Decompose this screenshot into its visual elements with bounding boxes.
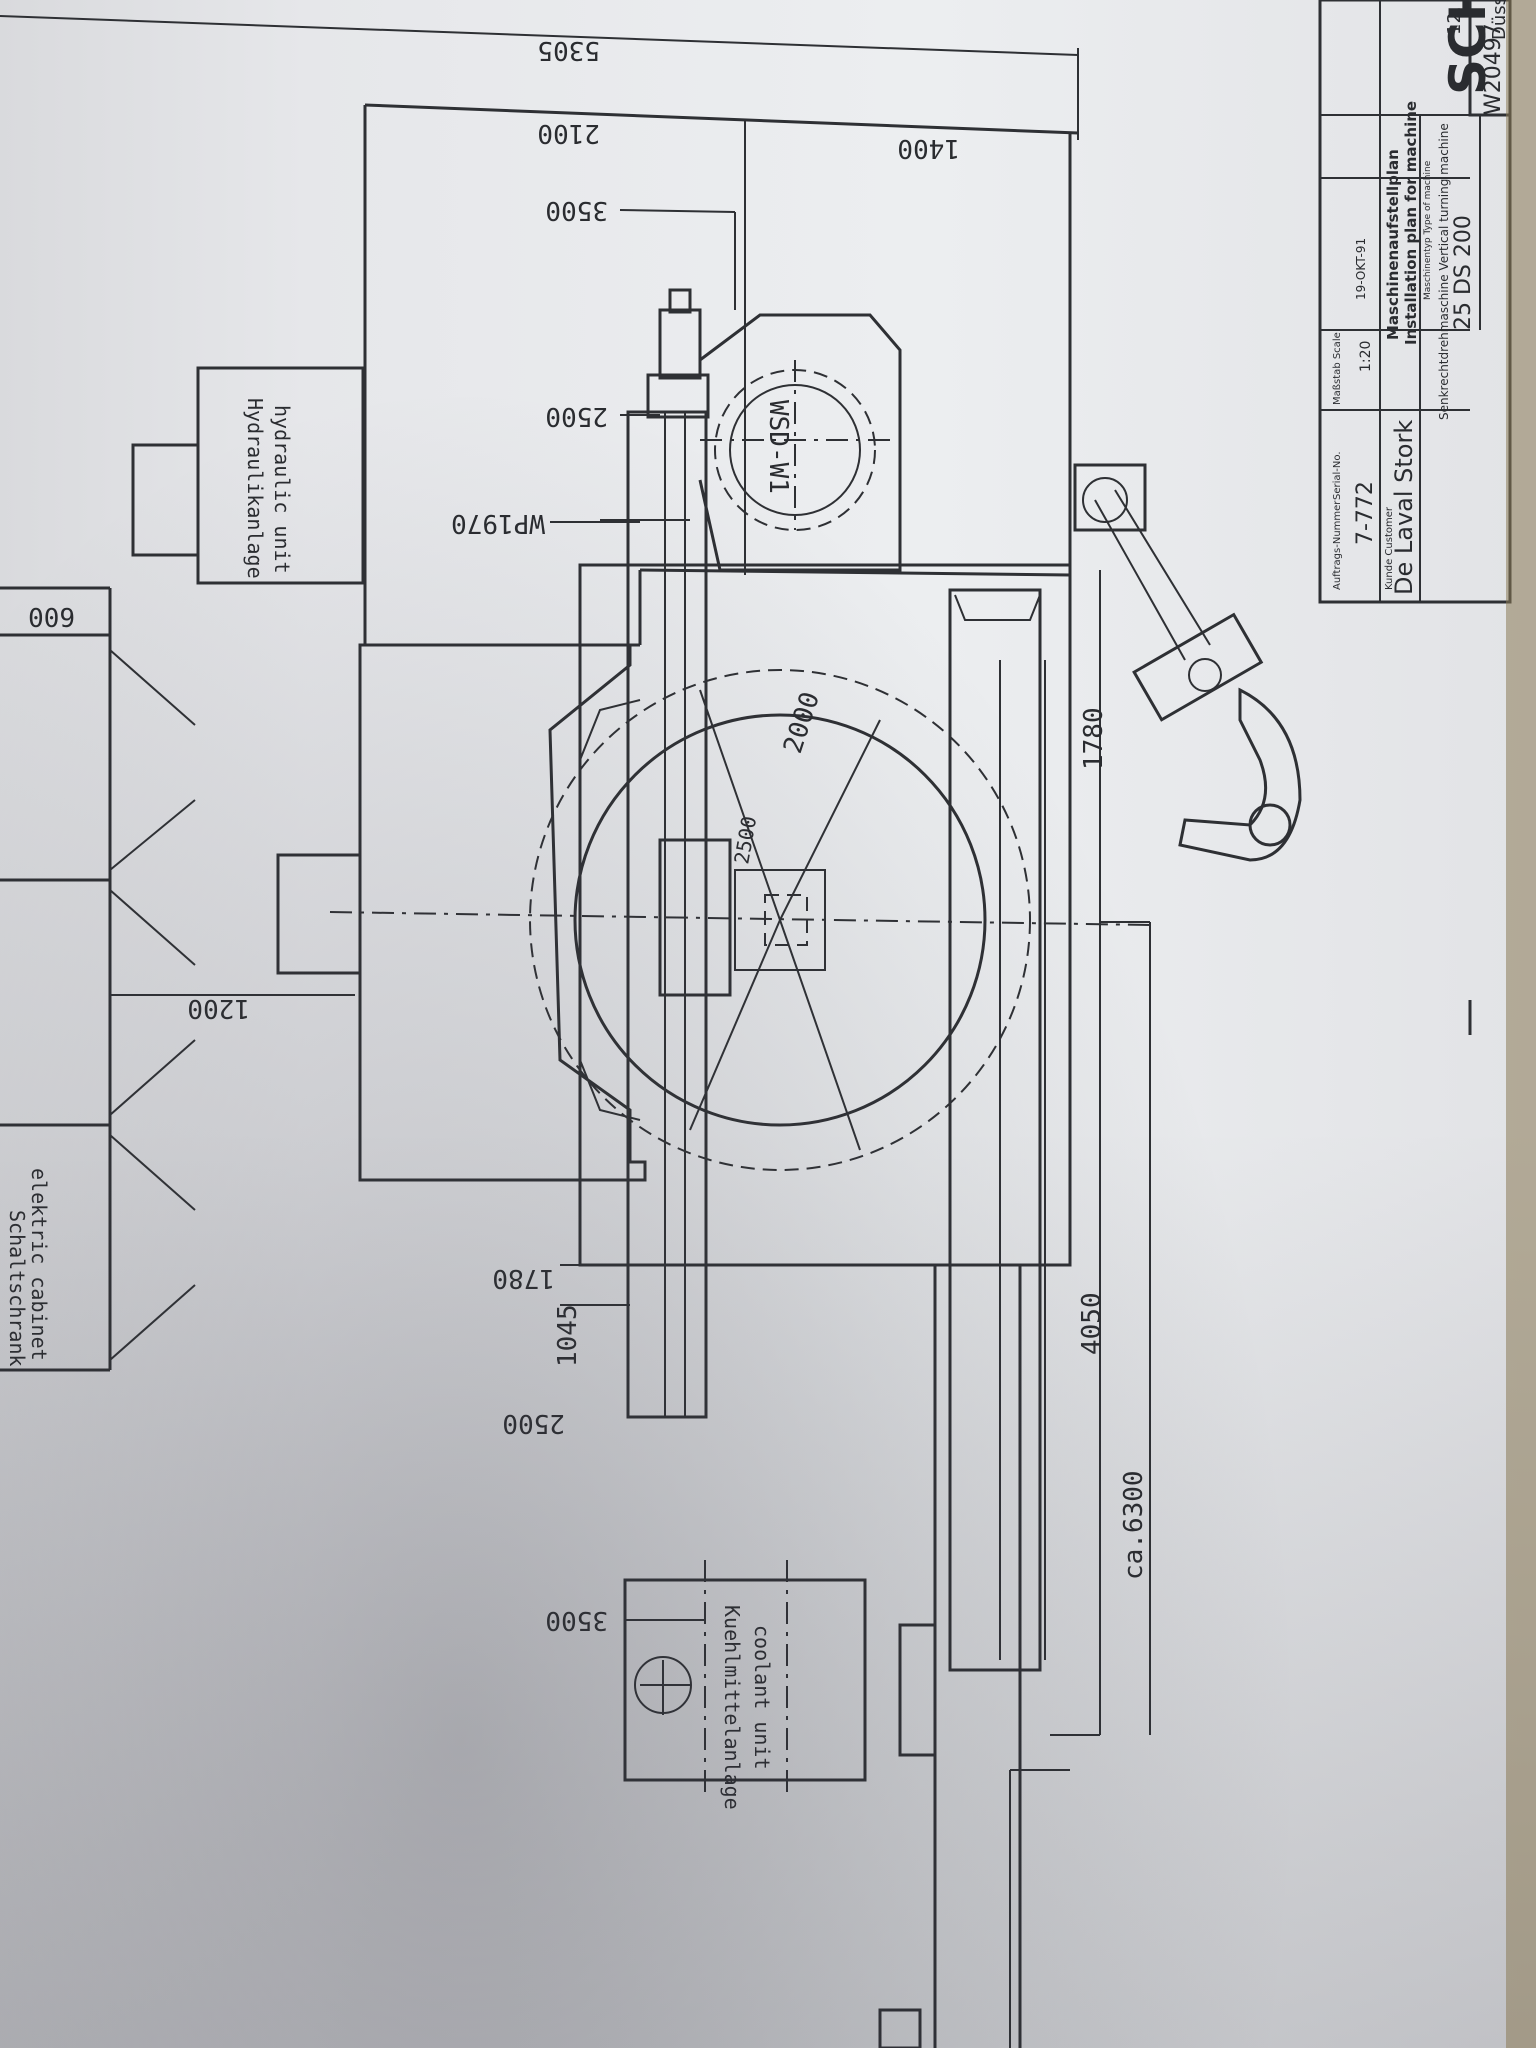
dim-1200: 1200 bbox=[187, 993, 250, 1023]
order-header: Auftrags-Nummer bbox=[1332, 500, 1343, 590]
dim-6300: ca.6300 bbox=[1119, 1470, 1149, 1580]
overall-width-dimension: 5305 bbox=[0, 15, 1079, 140]
dim-2100: 2100 bbox=[537, 118, 600, 148]
date-value: 19-OKT-91 bbox=[1354, 238, 1368, 300]
dim-2500-table: 2500 bbox=[729, 814, 761, 866]
dim-wp1970: WP1970 bbox=[451, 508, 545, 538]
cross-rail: 2500 1045 1780 bbox=[492, 288, 732, 1438]
dim-2500-bottom: 2500 bbox=[502, 1408, 565, 1438]
dim-2000: 2000 bbox=[778, 688, 826, 757]
dim-3500-top: 3500 bbox=[545, 195, 608, 225]
top-foundation-outline: 2100 1400 bbox=[363, 103, 1079, 647]
hydraulic-label-en: hydraulic unit bbox=[270, 405, 294, 574]
dim-4050: 4050 bbox=[1077, 1292, 1107, 1355]
electric-cabinets: 600 1200 Schaltschrank elektric cabinet bbox=[0, 586, 355, 1372]
paper-edge bbox=[1506, 0, 1536, 2048]
corner-marks bbox=[878, 1000, 1472, 2048]
coolant-label-de: Kuehlmittelanlage bbox=[720, 1605, 744, 1810]
model-number: 25 DS 200 bbox=[1451, 215, 1476, 330]
company-city: Düss bbox=[1489, 0, 1510, 40]
tool-head: WSD-W1 3500 2500 WP1970 bbox=[451, 195, 902, 572]
sheet-note: 12. bbox=[1444, 6, 1465, 35]
order-number: 7-772 bbox=[1353, 481, 1378, 545]
right-dimensions: 1780 4050 ca.6300 bbox=[1050, 570, 1151, 1736]
dim-5305: 5305 bbox=[537, 35, 600, 65]
hydraulic-unit: Hydraulikanlage hydraulic unit bbox=[131, 366, 365, 585]
dim-3500-coolant: 3500 bbox=[545, 1605, 608, 1635]
drawing-number: W20497 bbox=[1481, 23, 1506, 115]
dim-1400: 1400 bbox=[897, 133, 960, 163]
turntable: 2000 2500 bbox=[529, 669, 1031, 1171]
head-mark: WSD-W1 bbox=[763, 400, 793, 494]
hydraulic-label-de: Hydraulikanlage bbox=[243, 398, 267, 579]
customer-header: Kunde Customer bbox=[1384, 506, 1395, 590]
coolant-unit: 3500 Kuehlmittelanlage coolant unit bbox=[545, 1560, 867, 1810]
company-name: SCH bbox=[1439, 0, 1497, 95]
serial-header: Serial-No. bbox=[1332, 451, 1343, 500]
scale-header: Maßstab Scale bbox=[1332, 332, 1343, 405]
title-en: Installation plan for machine bbox=[1402, 101, 1420, 345]
dim-600: 600 bbox=[28, 601, 75, 631]
customer-name: De Laval Stork bbox=[1390, 420, 1418, 595]
scale-value: 1:20 bbox=[1358, 341, 1374, 372]
title-block: SCH Düss 12. Auftrags-Nummer Serial-No. … bbox=[1318, 0, 1512, 604]
dim-1045: 1045 bbox=[553, 1304, 583, 1367]
cabinet-label-de: Schaltschrank bbox=[5, 1210, 29, 1367]
chip-conveyor bbox=[578, 563, 1072, 2048]
dim-2500-top: 2500 bbox=[545, 401, 608, 431]
dim-1780-right: 1780 bbox=[1079, 707, 1109, 770]
machine-type-text: Senkrechtdrehmaschine Vertical turning m… bbox=[1437, 123, 1451, 420]
type-header: Maschinentyp Type of machine bbox=[1423, 160, 1433, 300]
coolant-label-en: coolant unit bbox=[750, 1625, 774, 1770]
operator-station bbox=[1073, 463, 1302, 862]
dim-1780-left: 1780 bbox=[492, 1263, 555, 1293]
cabinet-label-en: elektric cabinet bbox=[27, 1168, 51, 1361]
title-de: Maschinenaufstellplan bbox=[1384, 149, 1402, 340]
